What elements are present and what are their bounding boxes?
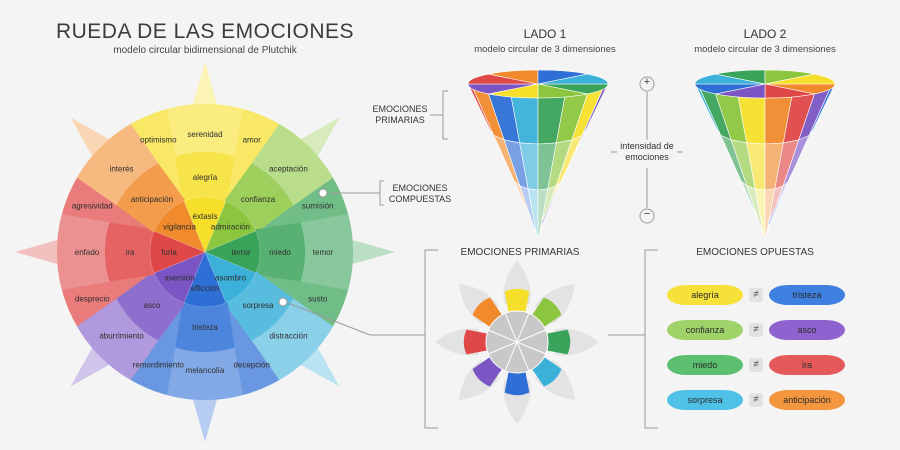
label-intensidad: intensidad de emociones — [617, 141, 677, 163]
opposite-left-0: alegría — [667, 285, 743, 305]
label-outer: temor — [313, 248, 334, 257]
minus-label: − — [643, 208, 651, 220]
label-mid: ira — [126, 248, 135, 257]
section-primarias-title: EMOCIONES PRIMARIAS — [460, 247, 580, 258]
side2-subtitle: modelo circular de 3 dimensiones — [694, 44, 836, 55]
label-emociones-compuestas: EMOCIONES COMPUESTAS — [385, 183, 455, 205]
label-center: aflicción — [191, 284, 220, 293]
cone-side2 — [694, 69, 836, 237]
label-compound: desprecio — [75, 295, 110, 304]
mini-divider — [488, 329, 518, 343]
mini-flower — [435, 260, 599, 424]
label-mid: miedo — [269, 248, 291, 257]
label-mid: sorpresa — [242, 301, 274, 310]
label-outer: enfado — [75, 248, 100, 257]
mid-ring-sector — [175, 151, 235, 207]
label-mid: anticipación — [131, 195, 173, 204]
mini-divider — [504, 313, 518, 343]
mini-divider — [516, 313, 530, 343]
mid-ring-sector — [250, 222, 305, 282]
label-center: terror — [231, 248, 250, 257]
label-compound: remordimiento — [133, 361, 185, 370]
opposite-right-2: ira — [769, 355, 845, 375]
plus-icon — [639, 76, 655, 92]
opposite-left-3: sorpresa — [667, 390, 743, 410]
label-compound: agresividad — [72, 201, 113, 210]
label-center: aversión — [164, 273, 194, 282]
plus-label: + — [643, 76, 651, 88]
mini-petal-color — [504, 370, 530, 396]
label-mid: asco — [144, 301, 161, 310]
bracket-primary-section — [424, 249, 438, 429]
opposite-right-3: anticipación — [769, 390, 845, 410]
mini-divider — [516, 329, 546, 343]
mini-divider — [516, 341, 546, 355]
mini-petal-color — [504, 288, 530, 314]
main-subtitle: modelo circular bidimensional de Plutchi… — [113, 45, 297, 56]
cone-slice — [767, 175, 791, 228]
label-mid: confianza — [241, 195, 276, 204]
center-sector — [183, 251, 227, 308]
opposite-right-1: asco — [769, 320, 845, 340]
opposite-left-2: miedo — [667, 355, 743, 375]
neq-icon: ≠ — [749, 288, 763, 302]
side2-title: LADO 2 — [743, 27, 787, 41]
main-title: RUEDA DE LAS EMOCIONES — [55, 20, 355, 43]
pointer-mini — [278, 297, 288, 307]
neq-icon: ≠ — [749, 358, 763, 372]
center-sector — [153, 200, 206, 253]
center-sector — [153, 251, 206, 304]
cone-top — [764, 73, 836, 85]
label-outer: aburrimiento — [99, 331, 144, 340]
neq-icon: ≠ — [749, 393, 763, 407]
neq-icon: ≠ — [749, 323, 763, 337]
opposite-left-1: confianza — [667, 320, 743, 340]
label-compound: susto — [308, 295, 328, 304]
label-outer: aceptación — [269, 165, 308, 174]
label-center: éxtasis — [193, 212, 218, 221]
center-sector — [204, 230, 261, 274]
mid-ring-sector — [105, 222, 160, 282]
mini-divider — [516, 341, 530, 371]
label-outer: interés — [110, 165, 134, 174]
label-compound: sumisión — [302, 201, 334, 210]
label-outer: serenidad — [187, 130, 222, 139]
label-mid: alegría — [193, 173, 218, 182]
mini-divider — [504, 341, 518, 371]
center-sector — [204, 251, 257, 304]
label-center: asombro — [215, 273, 247, 282]
bracket-opposite-section — [644, 249, 658, 429]
mini-divider — [488, 341, 518, 355]
section-opuestas-title: EMOCIONES OPUESTAS — [696, 247, 814, 258]
mid-ring-sector — [175, 297, 235, 352]
center-sector — [183, 196, 227, 253]
label-center: admiración — [211, 223, 250, 232]
label-center: vigilancia — [163, 223, 196, 232]
side1-title: LADO 1 — [523, 27, 567, 41]
mini-petal-color — [545, 329, 571, 355]
label-emociones-primarias-3d: EMOCIONES PRIMARIAS — [370, 104, 430, 126]
cone-slice — [540, 175, 564, 228]
label-outer: distracción — [269, 331, 307, 340]
opposite-right-0: tristeza — [769, 285, 845, 305]
line-to-mini — [287, 302, 371, 336]
center-sector — [149, 230, 206, 274]
cone-top — [537, 73, 609, 85]
label-outer: melancolía — [186, 366, 225, 375]
label-compound: amor — [243, 135, 262, 144]
label-compound: decepción — [233, 361, 269, 370]
pointer-compuestas — [318, 188, 328, 198]
bracket-compuestas — [379, 180, 384, 206]
label-compound: optimismo — [140, 135, 177, 144]
minus-icon — [639, 208, 655, 224]
bracket-primarias — [442, 90, 448, 140]
cone-side1 — [467, 69, 609, 237]
label-center: furia — [161, 248, 177, 257]
side1-subtitle: modelo circular de 3 dimensiones — [474, 44, 616, 55]
mini-petal-color — [463, 329, 489, 355]
label-mid: tristeza — [192, 323, 218, 332]
center-sector — [204, 200, 257, 253]
